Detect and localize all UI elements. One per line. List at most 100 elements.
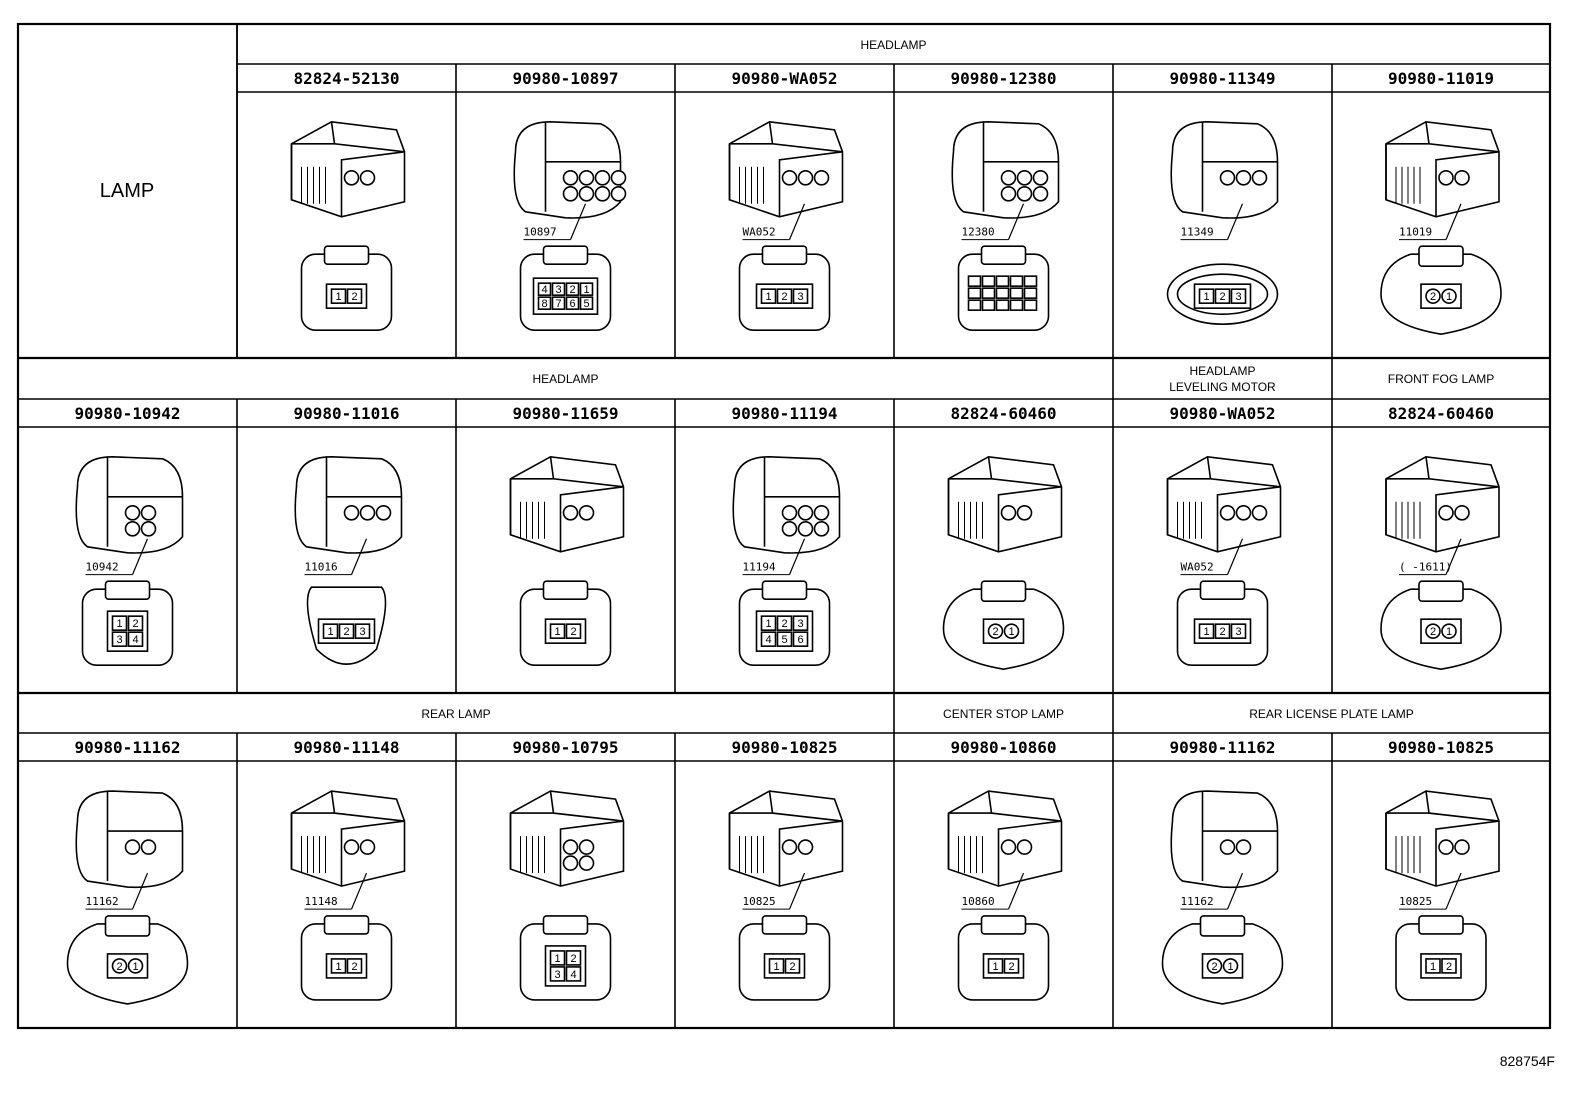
callout-leader: [1445, 538, 1462, 575]
pin-number: 2: [569, 284, 575, 296]
connector-perspective-view: [1170, 790, 1279, 889]
connector-perspective-view: [1385, 790, 1500, 887]
part-number: 90980-11148: [294, 738, 400, 757]
pin-number: 1: [1008, 626, 1014, 638]
callout-label: 11194: [743, 561, 776, 574]
connector-perspective-view: [951, 120, 1060, 219]
part-number: 90980-11016: [294, 404, 400, 423]
pin-number: 2: [1430, 626, 1436, 638]
pin-number: 1: [1446, 626, 1452, 638]
pin-number: 6: [569, 298, 575, 310]
callout-label: ( -1611): [1399, 561, 1452, 574]
callout-label: WA052: [743, 226, 776, 239]
section-label: HEADLAMP: [1189, 364, 1255, 378]
pin-number: 1: [1203, 291, 1209, 303]
callout-label: 11019: [1399, 226, 1432, 239]
part-number: 90980-11162: [75, 738, 181, 757]
part-number: 90980-10825: [732, 738, 838, 757]
section-label: LEVELING MOTOR: [1169, 380, 1276, 394]
figure-code: 828754F: [1500, 1053, 1555, 1069]
pin-number: 1: [1203, 626, 1209, 638]
pin-number: 3: [1235, 626, 1241, 638]
pin-number: 2: [1219, 626, 1225, 638]
pin-number: 8: [541, 298, 547, 310]
part-number: 90980-11659: [513, 404, 619, 423]
pin-number: 3: [555, 284, 561, 296]
callout-label: 11016: [305, 561, 338, 574]
pin-number: 2: [781, 618, 787, 630]
connector-4: 12380: [951, 120, 1060, 331]
connector-perspective-view: [290, 120, 406, 218]
part-number: 90980-WA052: [732, 69, 838, 88]
pin-number: 2: [116, 961, 122, 973]
part-number: 90980-WA052: [1170, 404, 1276, 423]
connector-perspective-view: [1385, 120, 1500, 218]
part-number: 90980-12380: [951, 69, 1057, 88]
connector-perspective-view: [75, 455, 184, 554]
pin-number: 5: [781, 634, 787, 646]
pin-number: 3: [116, 634, 122, 646]
pin-number: 1: [335, 961, 341, 973]
section-label: CENTER STOP LAMP: [943, 707, 1064, 721]
connector-perspective-view: [947, 455, 1063, 553]
section-label: FRONT FOG LAMP: [1388, 372, 1494, 386]
part-number: 90980-11194: [732, 404, 838, 423]
part-number: 90980-11162: [1170, 738, 1276, 757]
callout-label: 10860: [962, 895, 995, 908]
callout-leader: [1226, 538, 1244, 575]
lamp-label: LAMP: [100, 180, 154, 202]
pin-number: 2: [343, 626, 349, 638]
pin-number: 5: [583, 298, 589, 310]
part-number: 90980-10860: [951, 738, 1057, 757]
callout-leader: [131, 872, 149, 910]
connector-perspective-view: [509, 790, 625, 887]
pin-number: 4: [570, 969, 576, 981]
pin-number: 2: [781, 291, 787, 303]
pin-number: 3: [1235, 291, 1241, 303]
connector-perspective-view: [513, 120, 627, 219]
pin-number: 2: [570, 626, 576, 638]
section-label: HEADLAMP: [860, 38, 926, 52]
callout-leader: [131, 538, 149, 575]
pin-number: 1: [327, 626, 333, 638]
connector-perspective-view: [294, 455, 403, 554]
callout-leader: [1007, 872, 1025, 910]
callout-label: 10942: [86, 561, 119, 574]
pin-number: 2: [1446, 961, 1452, 973]
pin-number: 2: [1211, 961, 1217, 973]
section-label: REAR LICENSE PLATE LAMP: [1249, 707, 1414, 721]
part-number: 82824-52130: [294, 69, 400, 88]
pin-number: 1: [116, 618, 122, 630]
callout-leader: [1226, 203, 1244, 240]
callout-leader: [788, 203, 806, 240]
callout-leader: [569, 203, 587, 240]
callout-leader: [1445, 872, 1462, 910]
pin-number: 6: [797, 634, 803, 646]
pin-number: 1: [1227, 961, 1233, 973]
connector-perspective-view: [947, 790, 1063, 887]
pin-number: 2: [132, 618, 138, 630]
connector-perspective-view: [1385, 455, 1500, 553]
part-number: 82824-60460: [1388, 404, 1494, 423]
